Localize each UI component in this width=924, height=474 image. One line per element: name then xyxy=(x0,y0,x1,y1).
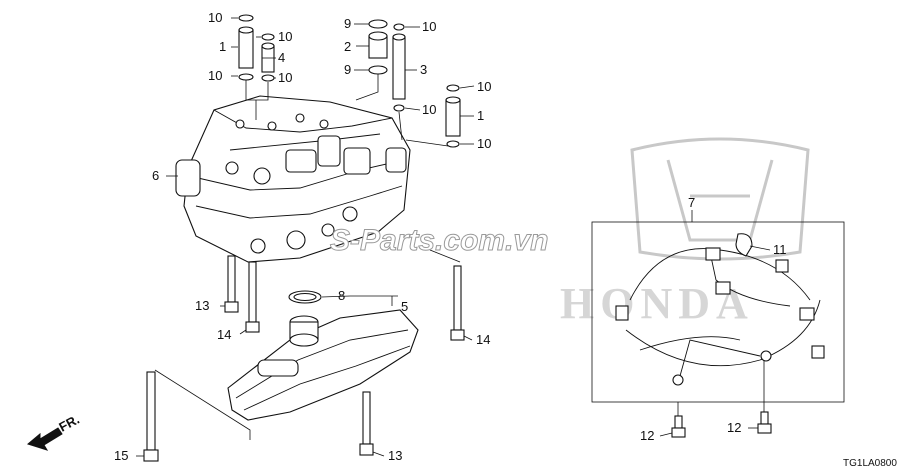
callout-15: 15 xyxy=(114,448,128,463)
callout-10: 10 xyxy=(477,136,491,151)
long-spool-3 xyxy=(392,23,406,112)
site-watermark: S-Parts.com.vn xyxy=(330,224,548,257)
callout-1: 1 xyxy=(219,39,226,54)
bolt-14-left xyxy=(245,261,260,333)
callout-10: 10 xyxy=(278,29,292,44)
callout-6: 6 xyxy=(152,168,159,183)
callout-14: 14 xyxy=(476,332,490,347)
callout-3: 3 xyxy=(420,62,427,77)
callout-10: 10 xyxy=(278,70,292,85)
spool-1-left xyxy=(238,14,254,81)
bolt-13-lower xyxy=(359,391,374,456)
callout-4: 4 xyxy=(278,50,285,65)
diagram-code: TG1LA0800 xyxy=(843,458,897,469)
bolt-13-upper xyxy=(224,255,239,313)
bolt-12-right xyxy=(757,411,772,434)
callout-numbers: 10 10 1 4 10 10 9 10 2 9 3 10 10 1 10 6 … xyxy=(114,10,787,463)
callout-10: 10 xyxy=(208,10,222,25)
callout-10: 10 xyxy=(422,102,436,117)
callout-12: 12 xyxy=(727,420,741,435)
callout-10: 10 xyxy=(477,79,491,94)
bolt-12-left xyxy=(671,415,686,438)
callout-7: 7 xyxy=(688,195,695,210)
callout-2: 2 xyxy=(344,39,351,54)
callout-13: 13 xyxy=(195,298,209,313)
callout-5: 5 xyxy=(401,299,408,314)
wire-harness xyxy=(591,221,845,403)
callout-14: 14 xyxy=(217,327,231,342)
seal-and-spool-2 xyxy=(368,19,388,75)
leader-lines xyxy=(136,17,771,457)
callout-9: 9 xyxy=(344,16,351,31)
callout-9: 9 xyxy=(344,62,351,77)
oil-strainer xyxy=(227,290,419,421)
spool-4 xyxy=(261,33,275,82)
bolt-15 xyxy=(143,371,159,462)
callout-8: 8 xyxy=(338,288,345,303)
bolt-14-right xyxy=(450,265,465,341)
callout-11: 11 xyxy=(773,242,787,257)
valve-body-assembly xyxy=(175,95,411,263)
callout-13: 13 xyxy=(388,448,402,463)
front-direction-arrow-icon: FR. xyxy=(26,412,82,451)
spool-1-right xyxy=(445,84,461,148)
callout-12: 12 xyxy=(640,428,654,443)
callout-1: 1 xyxy=(477,108,484,123)
honda-logo-watermark: HONDA xyxy=(560,137,810,328)
callout-10: 10 xyxy=(422,19,436,34)
callout-10: 10 xyxy=(208,68,222,83)
